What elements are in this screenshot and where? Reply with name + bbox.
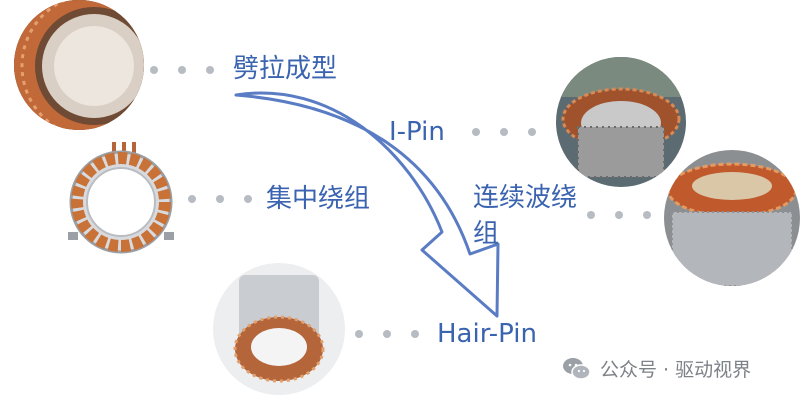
connector-dots <box>587 211 651 219</box>
wechat-icon <box>563 357 591 380</box>
watermark-text: 公众号 · 驱动视界 <box>600 359 752 381</box>
connector-dots <box>150 66 214 74</box>
label-wave-line1: 连续波绕 <box>473 183 578 213</box>
wave-winding-stator-photo <box>664 150 800 286</box>
label-wave-line2: 组 <box>473 219 500 249</box>
label-hairpin: Hair-Pin <box>437 319 537 349</box>
bending-stator-photo <box>14 0 144 130</box>
label-ipin: I-Pin <box>389 117 445 147</box>
label-bending: 劈拉成型 <box>233 54 338 84</box>
connector-dots <box>355 330 419 338</box>
concentrated-winding-photo <box>62 140 180 258</box>
connector-dots <box>188 195 252 203</box>
label-concentrated: 集中绕组 <box>266 184 371 214</box>
watermark: 公众号 · 驱动视界 <box>562 355 751 382</box>
hairpin-stator-photo <box>213 263 345 395</box>
connector-dots <box>472 128 536 136</box>
ipin-stator-photo <box>556 57 686 187</box>
